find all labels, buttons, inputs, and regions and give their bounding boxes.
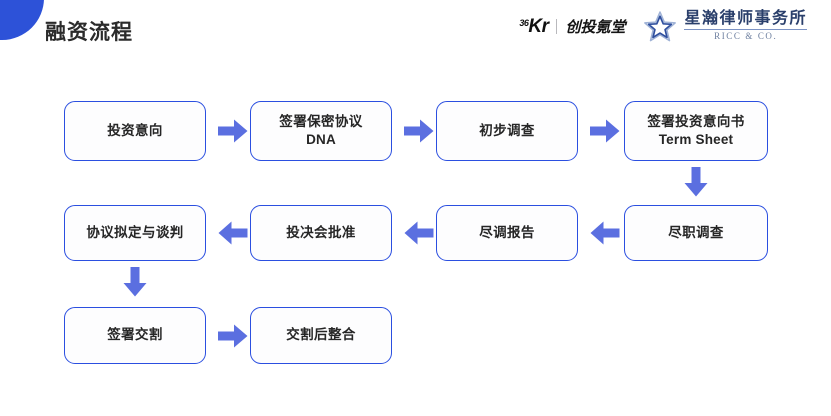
arrow-left-1 — [218, 221, 248, 245]
flow-node-line2: Term Sheet — [658, 132, 734, 147]
arrow-left-3 — [590, 221, 620, 245]
law-firm-logo: 星瀚律师事务所 RICC & CO. — [643, 10, 807, 42]
flow-node-line1: 签署保密协议 — [279, 113, 363, 129]
arrow-down-left — [123, 267, 147, 297]
flow-node-line1: 协议拟定与谈判 — [86, 224, 184, 240]
kr-superscript: 36 — [519, 17, 529, 28]
law-firm-names: 星瀚律师事务所 RICC & CO. — [684, 11, 807, 41]
flow-node-due-diligence[interactable]: 尽职调查 — [624, 205, 768, 261]
flow-node-signing-closing[interactable]: 签署交割 — [64, 307, 206, 364]
arrow-down-right — [684, 167, 708, 197]
arrow-right-1 — [218, 119, 248, 143]
kr-letters: Kr — [528, 15, 549, 37]
flow-node-post-closing-integration[interactable]: 交割后整合 — [250, 307, 392, 364]
arrow-right-3 — [590, 119, 620, 143]
flow-node-line1: 签署投资意向书 — [647, 113, 745, 129]
flow-node-line2: DNA — [306, 132, 336, 147]
law-firm-name-cn: 星瀚律师事务所 — [684, 11, 807, 30]
star-icon — [643, 10, 677, 42]
flow-node-investment-intent[interactable]: 投资意向 — [64, 101, 206, 161]
flow-node-preliminary-survey[interactable]: 初步调查 — [436, 101, 578, 161]
flow-node-line1: 投决会批准 — [286, 224, 356, 240]
flow-node-agreement-negotiation[interactable]: 协议拟定与谈判 — [64, 205, 206, 261]
flow-node-line1: 尽调报告 — [479, 224, 535, 240]
kr-divider — [556, 18, 558, 34]
flow-node-sign-nda[interactable]: 签署保密协议 DNA — [250, 101, 392, 161]
flow-node-line1: 交割后整合 — [286, 327, 356, 343]
arrow-left-2 — [404, 221, 434, 245]
flow-node-dd-report[interactable]: 尽调报告 — [436, 205, 578, 261]
page-title: 融资流程 — [45, 21, 133, 44]
flow-node-line1: 投资意向 — [107, 122, 163, 138]
flow-node-line1: 尽职调查 — [668, 224, 724, 240]
arrow-right-2 — [404, 119, 434, 143]
flow-node-line1: 初步调查 — [479, 122, 535, 138]
kr-chinese-label: 创投氪堂 — [565, 18, 626, 36]
arrow-right-4 — [218, 324, 248, 348]
flow-node-term-sheet[interactable]: 签署投资意向书 Term Sheet — [624, 101, 768, 161]
corner-decoration — [0, 0, 44, 40]
flow-node-line1: 签署交割 — [107, 327, 163, 343]
flow-node-ic-approval[interactable]: 投决会批准 — [250, 205, 392, 261]
law-firm-name-en: RICC & CO. — [714, 31, 778, 41]
